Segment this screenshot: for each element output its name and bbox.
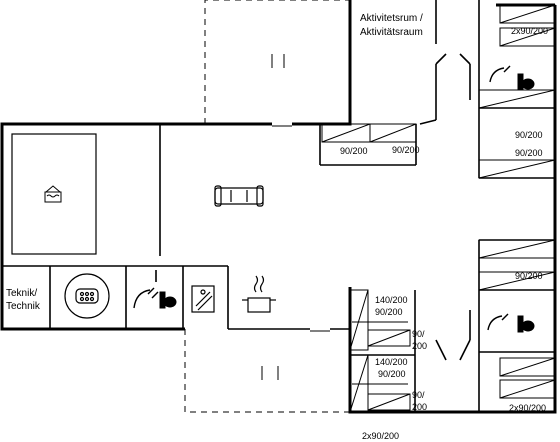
activity-room-label-de: Aktivitätsraum <box>360 27 423 38</box>
bed-label: 90/200 <box>515 148 543 158</box>
bed-label: 90/200 <box>378 369 406 379</box>
bed-label: 2x90/200 <box>509 403 547 413</box>
bed-label: 90/200 <box>515 130 543 140</box>
bed-label: 140/200 <box>375 357 408 367</box>
bed-label: 200 <box>412 341 428 351</box>
dishwasher-icon <box>191 285 215 313</box>
bed-label: 90/200 <box>340 146 368 156</box>
beds <box>321 4 556 413</box>
bed-label: 200 <box>412 402 428 412</box>
pool <box>11 133 97 255</box>
technic-room-label-de: Technik <box>6 301 40 312</box>
activity-room-label: Aktivitetsrum / <box>360 13 423 24</box>
walls <box>0 0 557 414</box>
technic-room-label: Teknik/ <box>6 288 38 299</box>
interior-walls <box>2 0 555 412</box>
whirlpool-icon <box>64 273 110 319</box>
bed-label: 90/ <box>412 329 425 339</box>
bed-label: 90/ <box>412 390 425 400</box>
outdoor-terraces <box>184 0 350 413</box>
bed-label: 2x90/200 <box>511 26 549 36</box>
terrace-doors <box>261 54 330 380</box>
shower-icon <box>133 65 511 331</box>
sofa-icon <box>214 185 264 207</box>
cooking-pot-icon <box>242 275 276 313</box>
pool-icon <box>44 185 62 203</box>
bed-label: 90/200 <box>392 145 420 155</box>
bed-label: 2x90/200 <box>362 431 400 441</box>
bed-label: 90/200 <box>515 271 543 281</box>
toilet-icon <box>159 73 535 333</box>
bed-label: 140/200 <box>375 295 408 305</box>
bed-label: 90/200 <box>375 307 403 317</box>
